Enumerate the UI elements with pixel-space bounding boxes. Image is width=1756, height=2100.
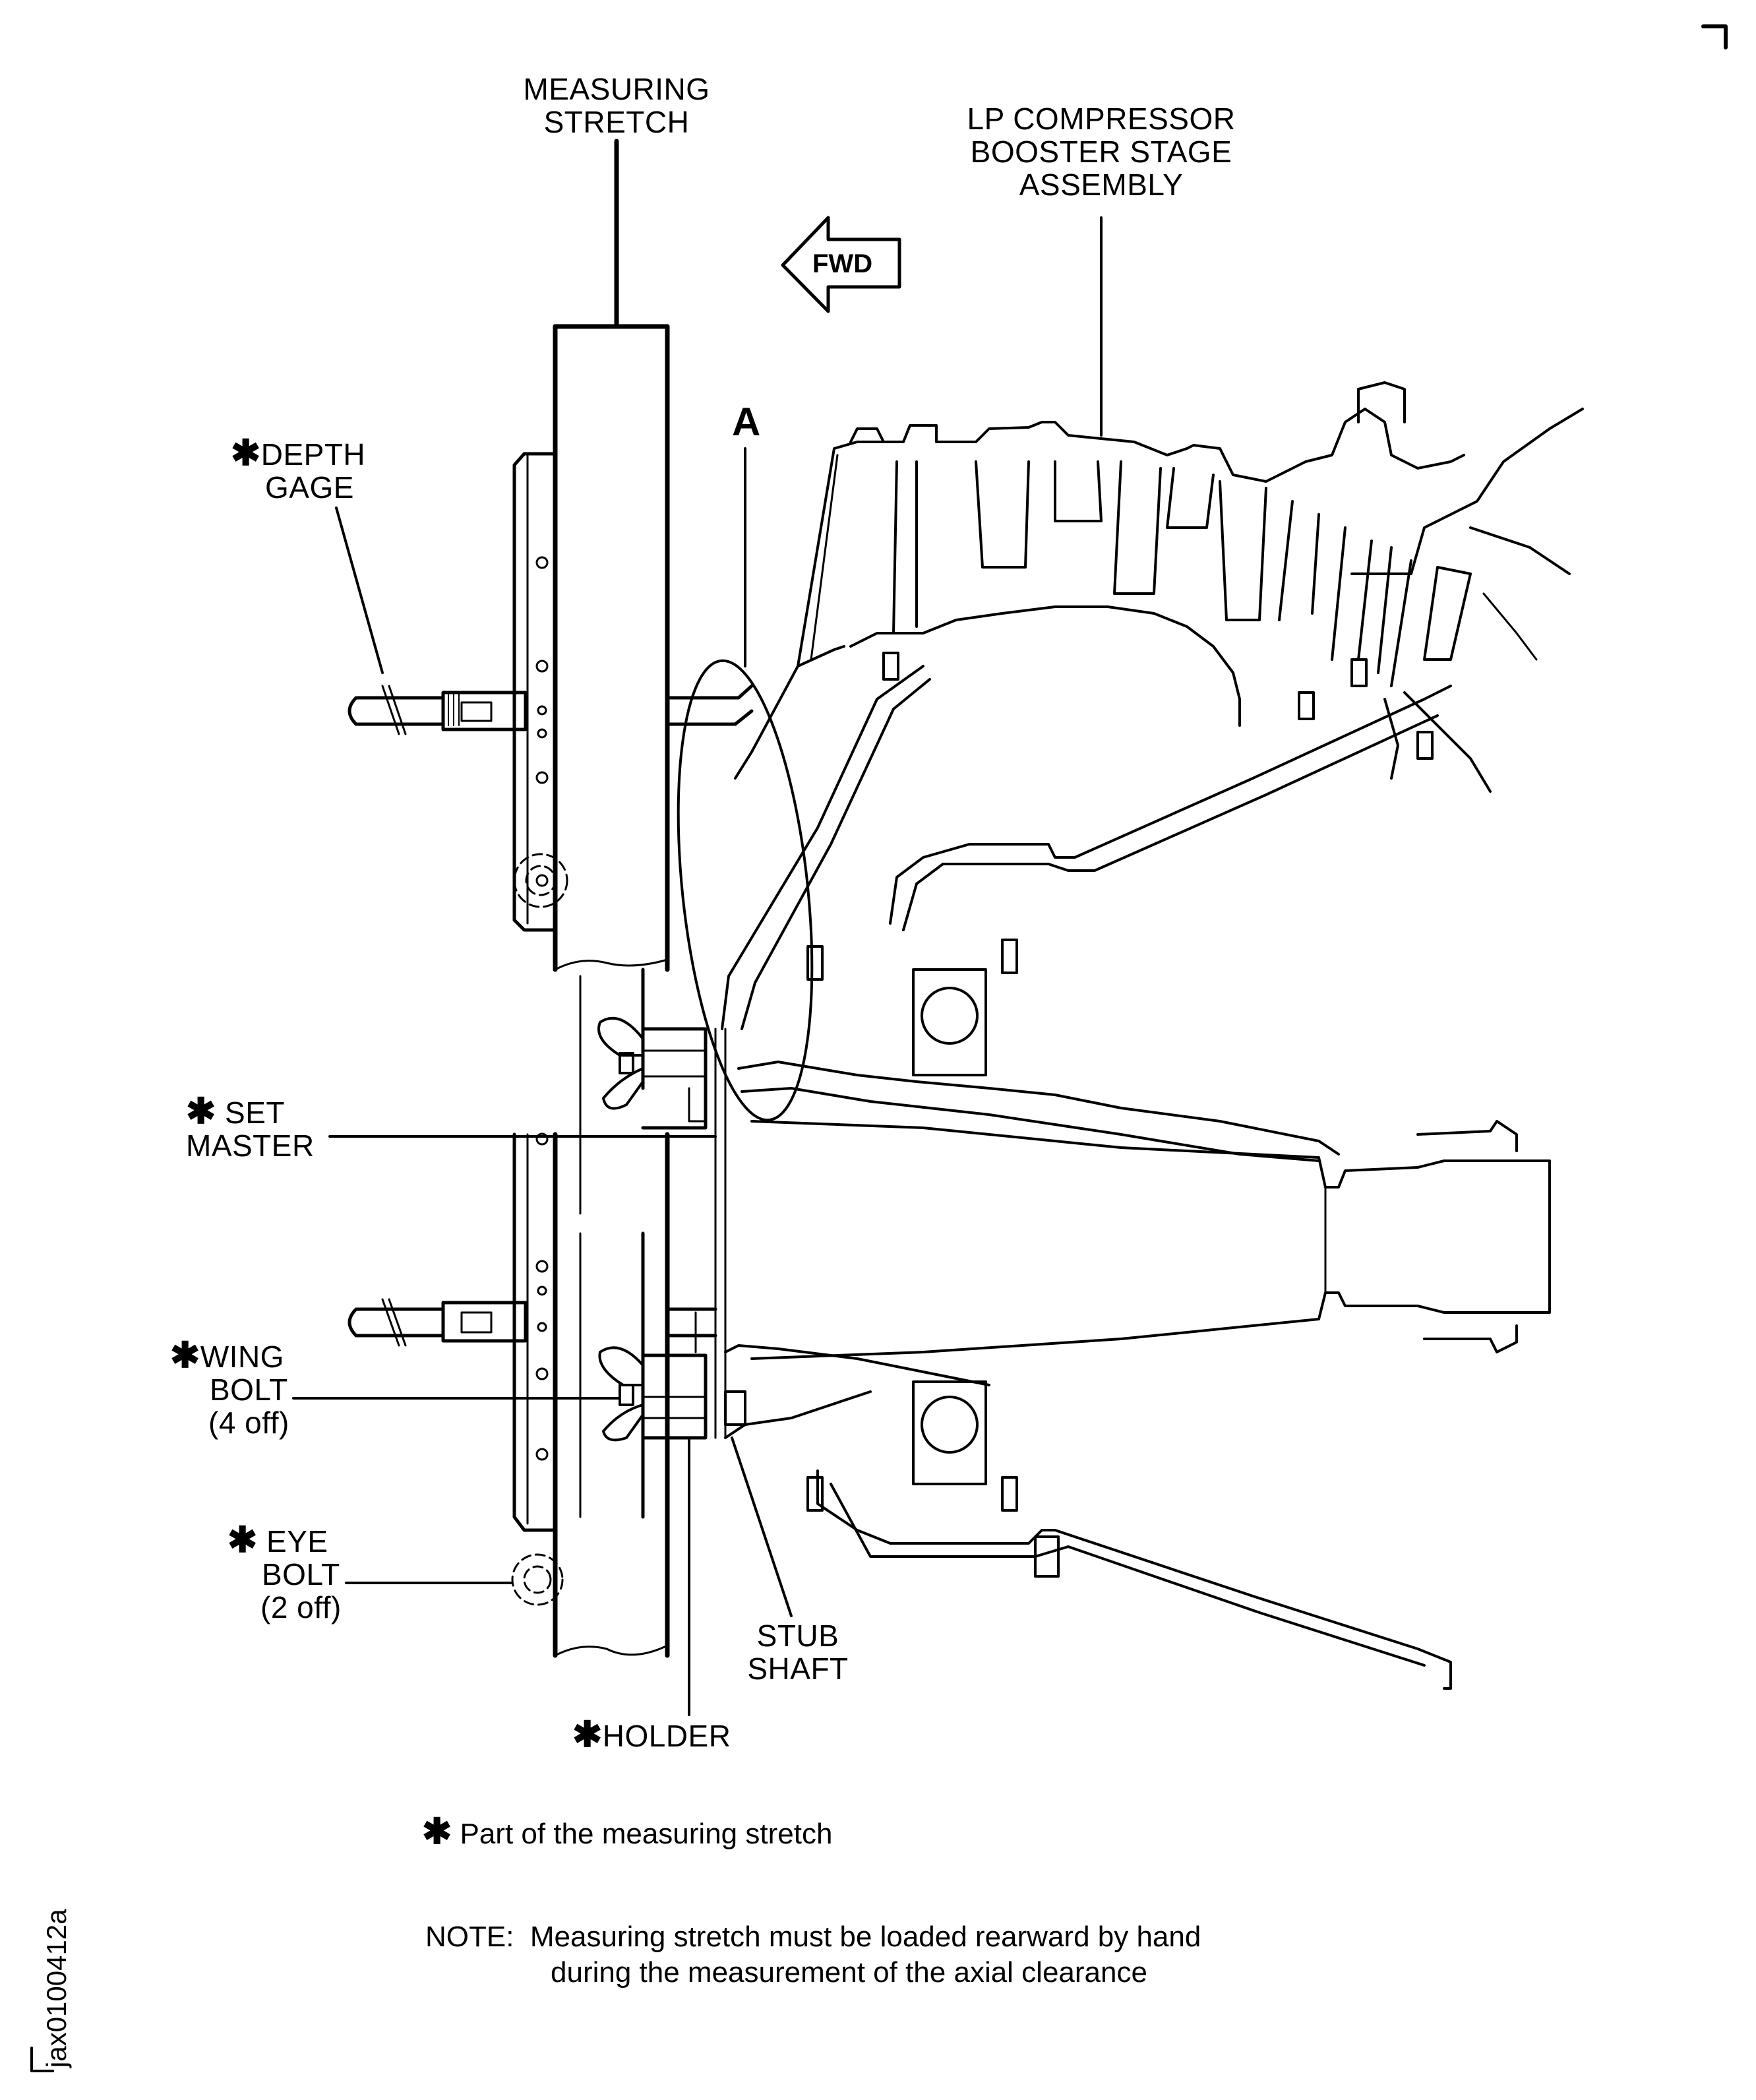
leader-stub-shaft [731, 1436, 793, 1617]
plate-holes [535, 556, 549, 1461]
leader-depth-gage [335, 507, 384, 674]
wing-bolt-lower [598, 1346, 644, 1442]
wing-bolt-upper [597, 1016, 644, 1110]
asterisk-icon: ✱ [231, 433, 261, 473]
label-depth-gage: ✱DEPTH GAGE [231, 433, 366, 505]
fan-shaft-cone-lower [724, 1344, 1452, 1690]
depth-gage-lower [348, 1298, 717, 1347]
note: NOTE: Measuring stretch must be loaded r… [425, 1919, 1201, 1991]
side-plate-lower [512, 1132, 557, 1532]
fwd-arrow-label: FWD [812, 249, 873, 278]
note-line-2: during the measurement of the axial clea… [551, 1956, 1147, 1989]
leader-lines [292, 140, 1103, 1716]
legend-text: Part of the measuring stretch [460, 1818, 833, 1850]
detail-a-label: A [732, 400, 761, 444]
label-measuring-stretch: MEASURING STRETCH [523, 72, 710, 139]
corner-mark-bottom-left [30, 2047, 54, 2072]
depth-gage-upper [348, 684, 754, 735]
fan-shaft-cone-upper [721, 665, 1452, 1162]
figure-id: jax0100412a [41, 1909, 72, 2068]
label-stub-shaft: STUB SHAFT [747, 1619, 849, 1686]
label-wing-bolt: ✱WING BOLT (4 off) [170, 1336, 289, 1440]
fwd-arrow-icon [781, 216, 901, 313]
legend: ✱ Part of the measuring stretch [422, 1814, 832, 1852]
corner-mark-top-right [1701, 24, 1728, 49]
eye-bolt-lower [511, 1553, 564, 1606]
label-set-master: ✱ SET MASTER [186, 1092, 315, 1163]
label-eye-bolt: ✱ EYE BOLT (2 off) [227, 1520, 342, 1624]
note-prefix: NOTE: [425, 1921, 514, 1953]
asterisk-icon: ✱ [186, 1092, 216, 1131]
note-line-1: Measuring stretch must be loaded rearwar… [530, 1921, 1201, 1953]
detail-a-ellipse [677, 659, 814, 1122]
label-holder: ✱HOLDER [572, 1715, 731, 1754]
label-lp-compressor: LP COMPRESSOR BOOSTER STAGE ASSEMBLY [967, 102, 1236, 202]
holder [641, 1027, 708, 1440]
set-master [714, 1028, 727, 1439]
asterisk-icon: ✱ [572, 1715, 603, 1754]
measuring-stretch-bar [553, 139, 670, 1658]
lp-shaft-tube [750, 1120, 1551, 1360]
lp-compressor-booster [797, 381, 1584, 793]
asterisk-icon: ✱ [422, 1812, 452, 1851]
asterisk-icon: ✱ [227, 1520, 258, 1560]
asterisk-icon: ✱ [170, 1336, 200, 1375]
eye-bolt-upper [513, 853, 568, 908]
